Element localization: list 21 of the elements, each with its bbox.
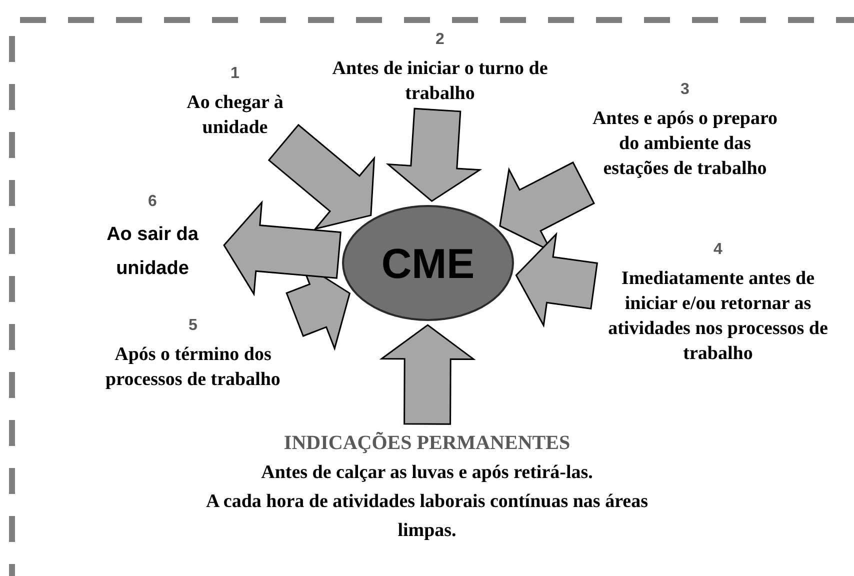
step-label: Antes de iniciar o turno de trabalho <box>331 57 549 106</box>
block-arrow <box>268 124 376 230</box>
process-ellipse: CME <box>342 205 514 321</box>
step-label: Antes e após o preparo do ambiente das estações de trabalho <box>591 107 779 181</box>
step-number: 2 <box>436 30 444 50</box>
step-number: 6 <box>148 192 157 212</box>
step-number: 1 <box>230 64 240 84</box>
block-arrow <box>386 108 482 202</box>
note-text: A cada hora de atividades laborais contínuas nas áreas limpas. <box>205 490 649 543</box>
block-arrow <box>379 324 476 425</box>
step-label: Ao chegar à unidade <box>186 91 284 140</box>
note-text: Antes de calçar as luvas e após retirá-las. <box>261 461 593 485</box>
step-number: 3 <box>680 80 690 100</box>
step-label: Imediatamente antes de iniciar e/ou retornar as atividades nos processos de trabalho <box>607 267 829 366</box>
step-number: 5 <box>188 316 198 336</box>
section-heading: INDICAÇÕES PERMANENTES <box>284 430 570 456</box>
step-label: Ao sair da unidade <box>106 223 200 281</box>
block-arrow <box>223 200 342 296</box>
block-arrow <box>515 232 598 328</box>
step-label: Após o término dos processos de trabalho <box>104 343 282 392</box>
step-number: 4 <box>714 240 722 260</box>
